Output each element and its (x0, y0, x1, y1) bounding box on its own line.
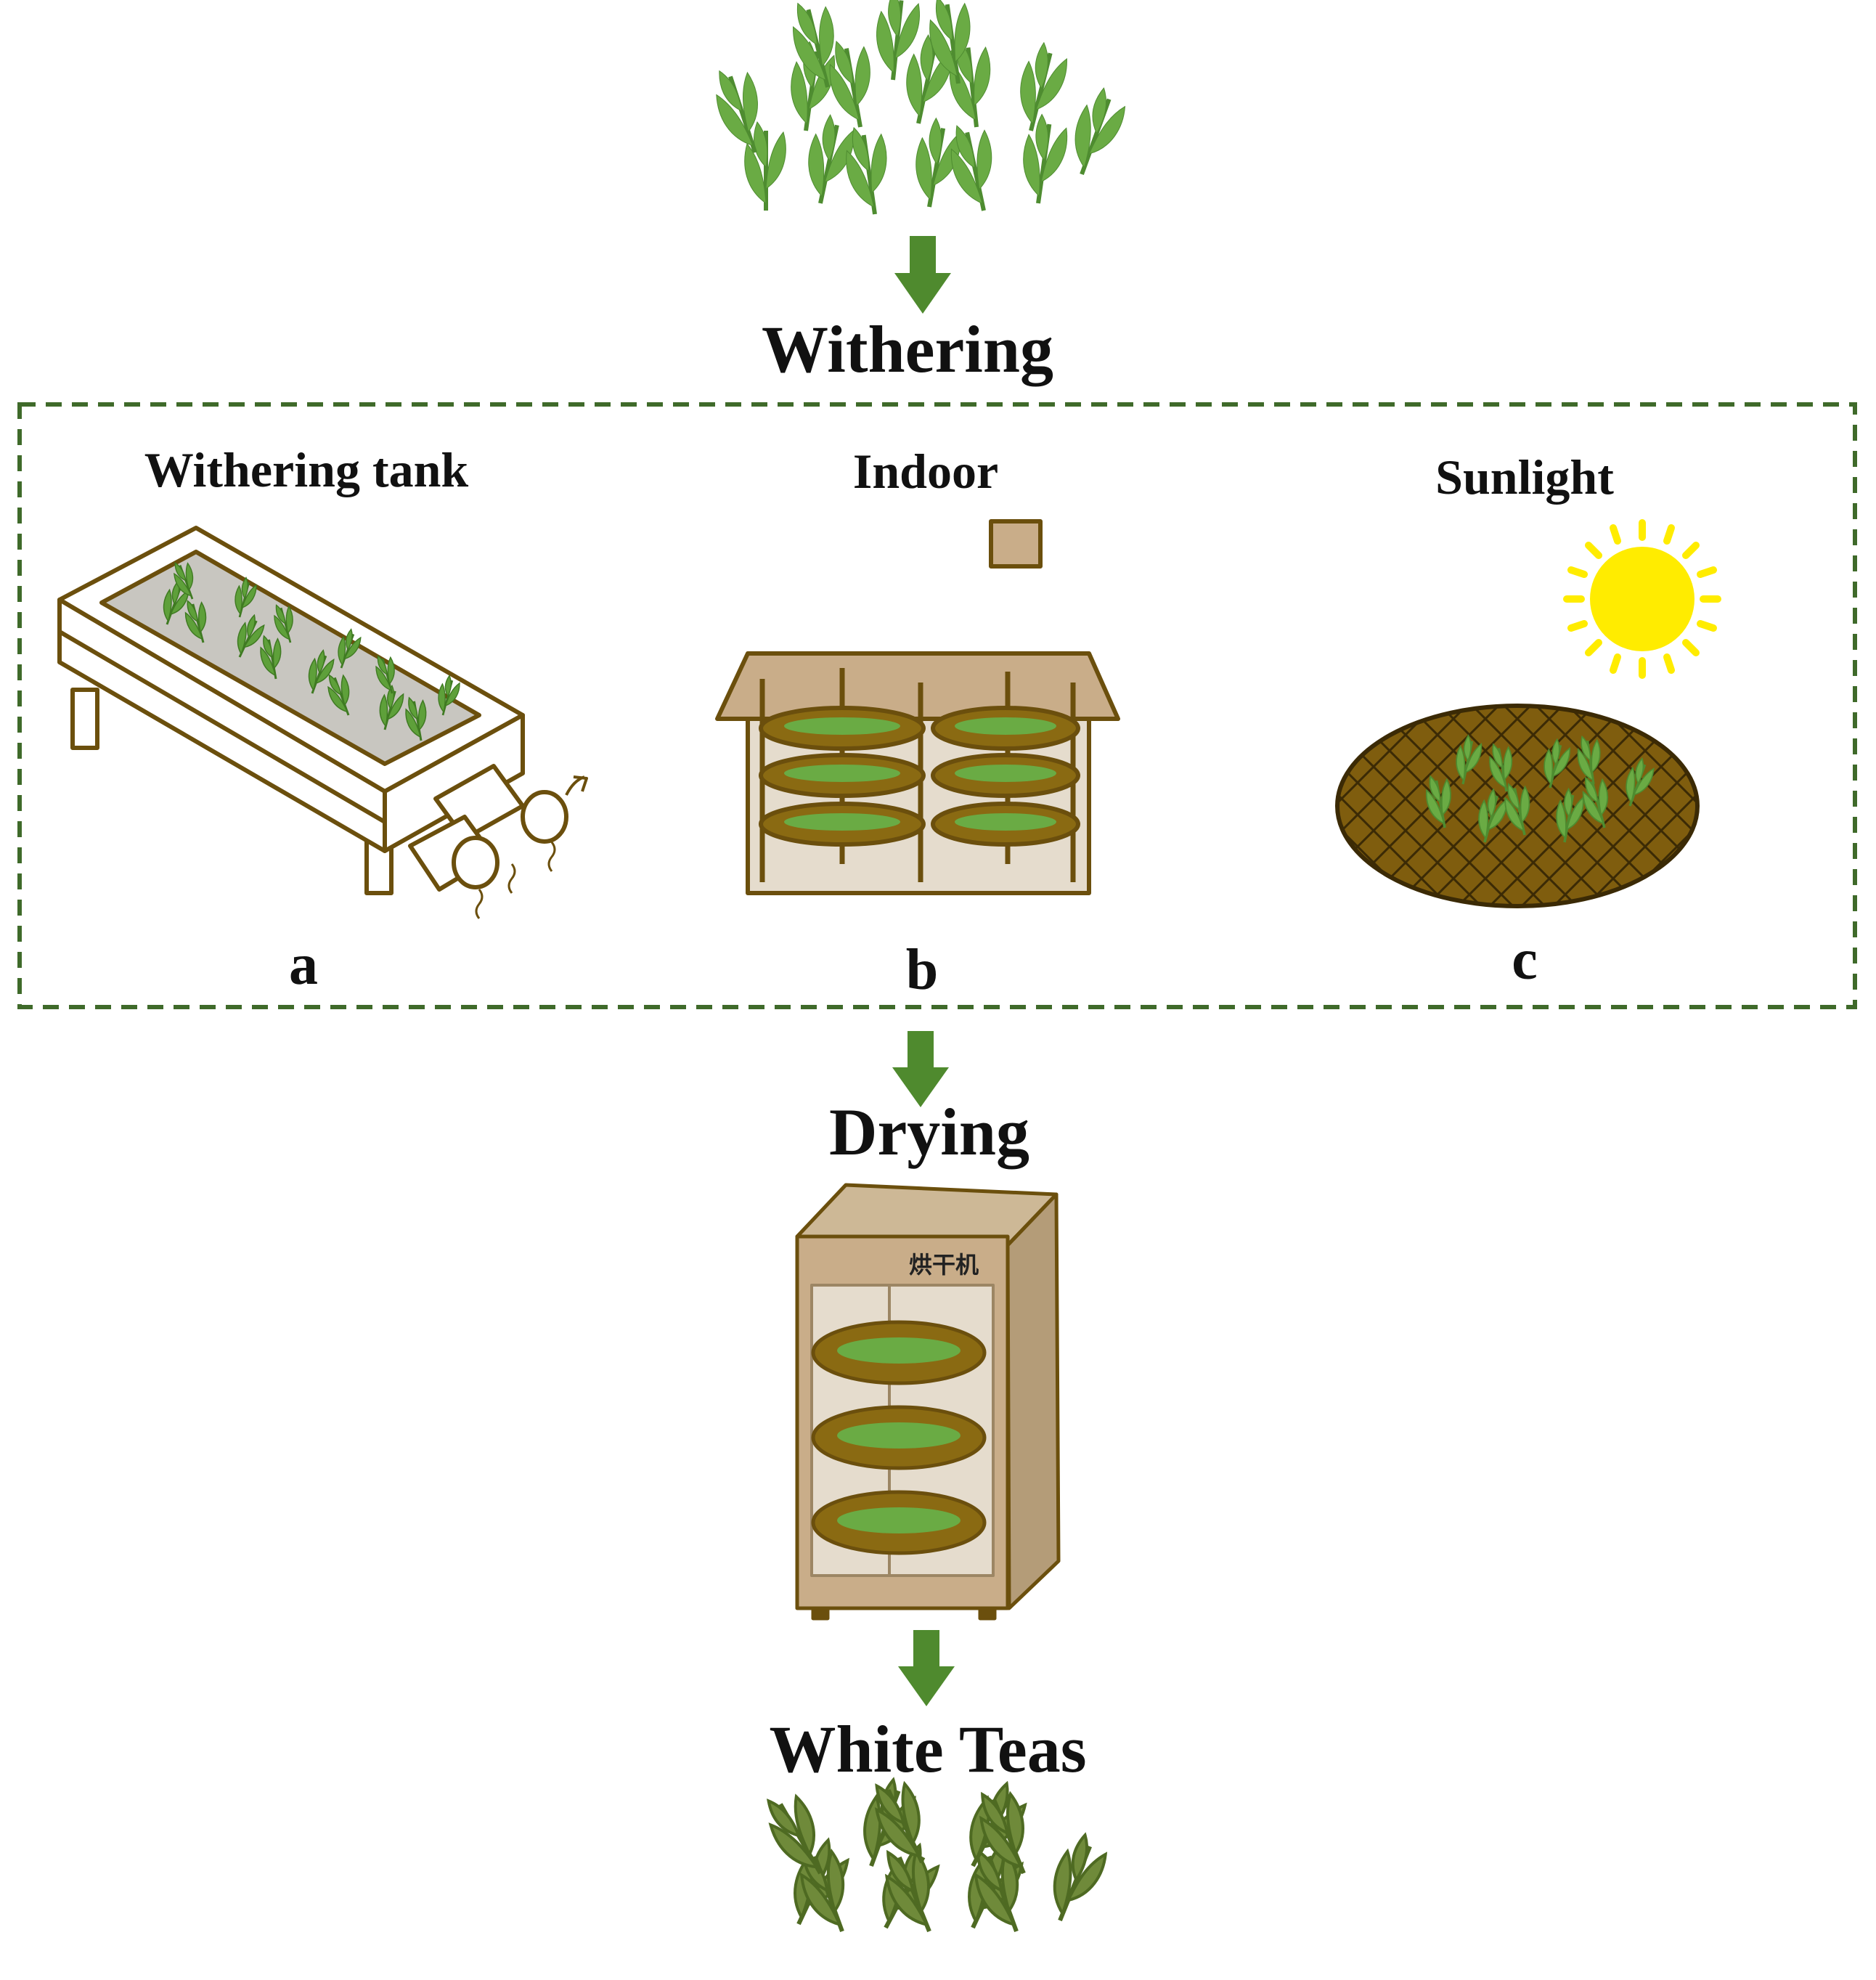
sun-icon (1563, 519, 1721, 679)
step-final-title: White Teas (769, 1712, 1086, 1786)
step-drying-title: Drying (829, 1095, 1029, 1169)
down-arrow-icon (894, 236, 951, 314)
withering-methods-box (17, 402, 1857, 1009)
dryer-label: 烘干机 (909, 1251, 979, 1279)
house-tray-leaves (784, 717, 1056, 831)
method-a-label: Withering tank (144, 442, 469, 497)
step-withering-title: Withering (762, 312, 1053, 386)
fresh-leaves-icon (707, 0, 1130, 217)
down-arrow-icon (892, 1031, 949, 1107)
method-c-label: Sunlight (1435, 449, 1614, 505)
down-arrow-icon (898, 1630, 955, 1706)
dried-leaves-icon (758, 1774, 1112, 1939)
dryer-tray-leaves (837, 1337, 961, 1533)
method-b-letter: b (906, 938, 939, 1002)
house-icon (715, 519, 1120, 895)
method-c-letter: c (1512, 928, 1538, 992)
method-a-letter: a (289, 933, 318, 997)
method-b-label: Indoor (853, 444, 998, 499)
dryer-cabinet-icon (795, 1183, 1061, 1621)
withering-tank-icon (57, 526, 588, 919)
